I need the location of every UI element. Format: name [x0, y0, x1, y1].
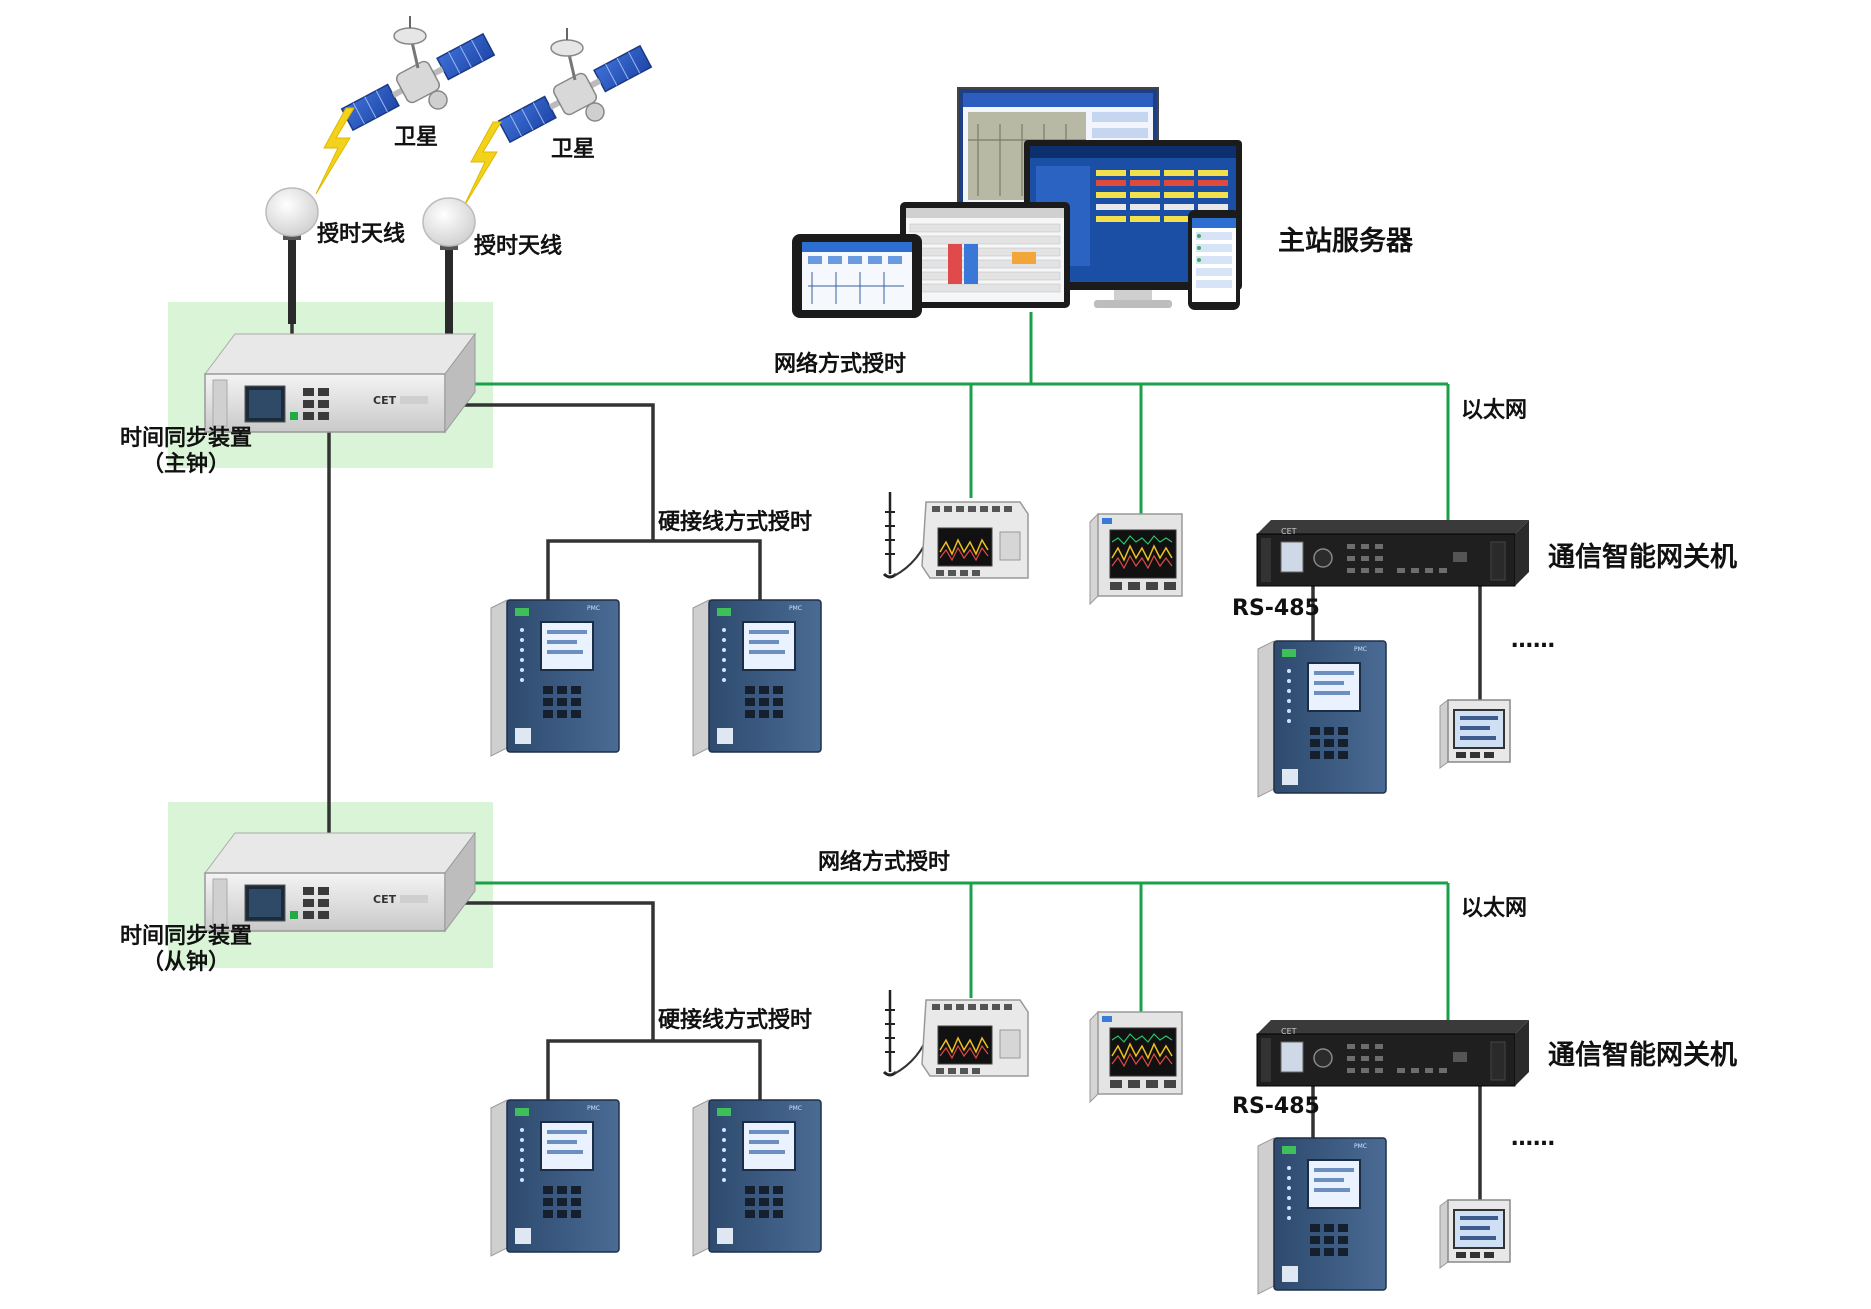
network-lines-top [459, 312, 1450, 522]
small-meter-bottom [1439, 1199, 1511, 1269]
rs485-label-top: RS-485 [1232, 596, 1320, 621]
ethernet-label-bottom: 以太网 [1461, 896, 1528, 921]
relay-device-top-3 [1257, 640, 1387, 798]
din-meter-top [882, 490, 1030, 580]
ellipsis-label-top: …… [1511, 628, 1555, 653]
network-timing-label-bottom: 网络方式授时 [818, 850, 951, 875]
master-server-icon [792, 87, 1242, 318]
small-meter-top [1439, 699, 1511, 769]
hardwire-timing-label-top: 硬接线方式授时 [658, 510, 813, 535]
slave-clock-device [204, 832, 476, 932]
lightning-icon-2 [462, 121, 502, 209]
master-clock-label-line1: 时间同步装置 [119, 426, 252, 451]
relay-device-bottom-2 [692, 1099, 822, 1257]
gateway-device-top [1256, 519, 1530, 587]
slave-clock-label-line1: 时间同步装置 [119, 924, 252, 949]
gps-antenna-icon-1 [265, 187, 319, 325]
satellite-label-2: 卫星 [551, 137, 596, 162]
hardwire-timing-label-bottom: 硬接线方式授时 [658, 1008, 813, 1033]
gateway-label-top: 通信智能网关机 [1548, 542, 1737, 573]
relay-device-top-1 [490, 599, 620, 757]
gps-antenna-icon-2 [422, 197, 476, 335]
relay-device-bottom-1 [490, 1099, 620, 1257]
satellite-icon-2 [495, 26, 655, 148]
ellipsis-label-bottom: …… [1511, 1126, 1555, 1151]
ethernet-label-top: 以太网 [1461, 398, 1528, 423]
panel-meter-top [1089, 513, 1183, 605]
gateway-device-bottom [1256, 1019, 1530, 1087]
antenna-label-1: 授时天线 [317, 222, 406, 247]
satellite-icon-1 [338, 14, 498, 136]
panel-meter-bottom [1089, 1011, 1183, 1103]
relay-device-top-2 [692, 599, 822, 757]
satellite-label-1: 卫星 [394, 125, 439, 150]
din-meter-bottom [882, 988, 1030, 1078]
master-clock-label-line2: （主钟） [141, 452, 230, 478]
network-timing-label-top: 网络方式授时 [774, 352, 907, 377]
gateway-label-bottom: 通信智能网关机 [1548, 1040, 1737, 1071]
slave-clock-label-line2: （从钟） [141, 950, 230, 976]
master-clock-device [204, 333, 476, 433]
antenna-label-2: 授时天线 [474, 234, 563, 259]
slave-clock-label: 时间同步装置 （从钟） [112, 924, 260, 977]
hardwire-lines-top [290, 324, 1482, 838]
master-clock-label: 时间同步装置 （主钟） [112, 426, 260, 479]
network-lines-bottom [459, 881, 1450, 1022]
rs485-label-bottom: RS-485 [1232, 1094, 1320, 1119]
master-server-label: 主站服务器 [1278, 226, 1413, 257]
relay-device-bottom-3 [1257, 1137, 1387, 1295]
